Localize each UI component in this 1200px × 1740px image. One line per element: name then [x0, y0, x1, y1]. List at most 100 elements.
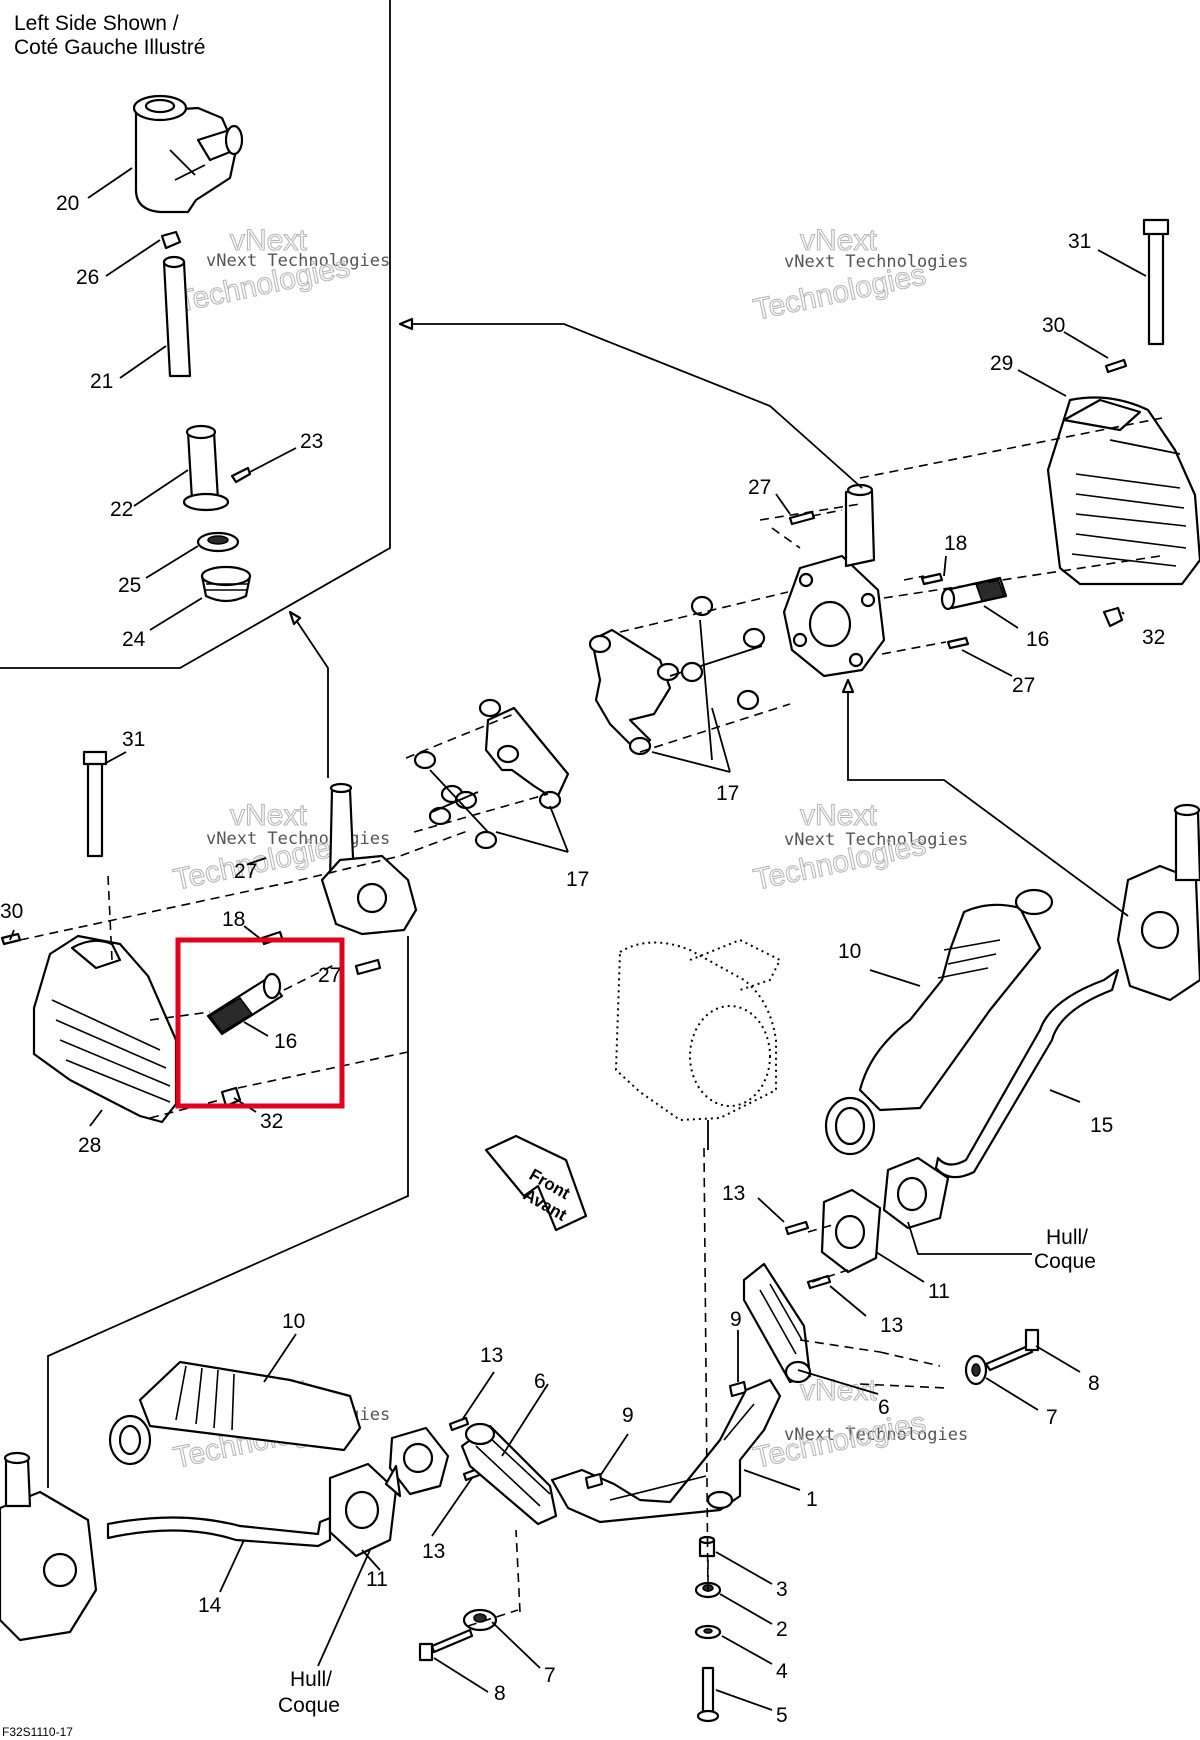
part-32-nut-right	[1102, 606, 1124, 628]
callout: 14	[198, 1594, 222, 1617]
callout: 28	[78, 1134, 101, 1157]
callout: 7	[544, 1664, 556, 1687]
svg-text:Hull/: Hull/	[1046, 1226, 1088, 1249]
part-10-hose-right	[824, 888, 1054, 1156]
callout: 32	[1142, 626, 1165, 649]
part-31-bolt-left	[82, 750, 108, 858]
part-32-nut-left	[220, 1086, 242, 1108]
callout: 10	[838, 940, 861, 963]
callout: 29	[990, 352, 1013, 375]
part-24-nut	[200, 565, 252, 603]
callout: 16	[1026, 628, 1049, 651]
callout: 4	[776, 1660, 788, 1683]
part-27-pin-right	[946, 636, 970, 650]
part-25-seal	[196, 531, 240, 553]
svg-text:Hull/: Hull/	[290, 1668, 332, 1691]
part-11-flange-right	[820, 1156, 950, 1274]
callout: 26	[76, 266, 99, 289]
svg-text:Coque: Coque	[1034, 1250, 1096, 1273]
callout: 9	[730, 1308, 742, 1331]
callout: 30	[1042, 314, 1065, 337]
part-23-pin	[230, 466, 252, 484]
part-21-tube	[162, 255, 192, 378]
callout: 3	[776, 1578, 788, 1601]
header-note-line2: Coté Gauche Illustré	[14, 36, 205, 59]
callout: 1	[806, 1488, 818, 1511]
callout: 31	[122, 728, 145, 751]
part-jet-pump-housing-outline	[614, 938, 782, 1122]
svg-text:vNext: vNext	[800, 224, 877, 257]
callout: 18	[944, 532, 967, 555]
callout: 6	[534, 1370, 546, 1393]
callout: 11	[366, 1568, 388, 1591]
part-steering-housing-left	[320, 782, 418, 936]
part-22-bushing	[182, 424, 230, 512]
part-27-pin-left	[354, 958, 382, 976]
part-29-cover-right	[1046, 396, 1200, 586]
callout: 27	[1012, 674, 1035, 697]
svg-text:Coque: Coque	[278, 1694, 340, 1717]
part-8-bolt-right	[984, 1328, 1040, 1372]
svg-text:vNext Technologies: vNext Technologies	[784, 252, 968, 272]
callout: 13	[480, 1344, 503, 1367]
svg-text:Technologies: Technologies	[751, 1406, 929, 1475]
part-27-pin-upper	[788, 510, 816, 526]
hull-label-right: Hull/ Coque	[907, 1221, 1096, 1273]
part-steering-housing-left-lower	[0, 1451, 98, 1642]
alignment-lines	[19, 417, 1163, 1627]
part-14-hose-left	[106, 1516, 332, 1548]
part-28-cover-left	[32, 934, 178, 1124]
part-6-arm-left	[460, 1422, 558, 1526]
callout: 13	[880, 1314, 903, 1337]
callout: 15	[1090, 1114, 1113, 1137]
svg-text:vNext: vNext	[230, 799, 307, 832]
callout: 7	[1046, 1406, 1058, 1429]
callout: 17	[716, 782, 739, 805]
callout-numbers: 20 26 21 23 22 25 24 31 30 29 27 18 16 3…	[0, 192, 1165, 1727]
hull-label-left: Hull/ Coque	[278, 1549, 371, 1717]
callout: 25	[118, 574, 141, 597]
svg-text:vNext Technologies: vNext Technologies	[784, 1425, 968, 1445]
svg-text:vNext: vNext	[230, 224, 307, 257]
part-steering-housing-right-lower	[1116, 803, 1200, 1002]
callout: 13	[422, 1540, 445, 1563]
part-15-hose-right	[934, 968, 1120, 1179]
callout: 24	[122, 628, 146, 651]
callout: 10	[282, 1310, 305, 1333]
callout: 2	[776, 1618, 788, 1641]
part-13-screws-right	[784, 1220, 832, 1290]
part-17-cross-right	[588, 595, 766, 761]
part-30-screw-right	[1104, 358, 1128, 374]
part-11-flange-left	[328, 1426, 450, 1558]
header-note-line1: Left Side Shown /	[14, 12, 179, 35]
callout: 16	[274, 1030, 297, 1053]
drawing-code: F32S1110-17	[2, 1725, 73, 1739]
callout: 13	[722, 1182, 745, 1205]
highlight-box-part-16	[175, 937, 345, 1109]
callout: 31	[1068, 230, 1091, 253]
callout: 6	[878, 1396, 890, 1419]
part-16-spline-shaft-right	[940, 576, 1008, 611]
callout: 27	[748, 476, 771, 499]
callout: 8	[1088, 1372, 1100, 1395]
callout: 27	[234, 860, 257, 883]
part-8-bolt-left	[418, 1628, 474, 1662]
leaders-inset	[87, 167, 297, 631]
part-steering-housing-right	[782, 483, 886, 678]
front-direction-arrow: Front Avant	[484, 1134, 588, 1232]
callout: 5	[776, 1704, 788, 1727]
svg-text:vNext: vNext	[800, 799, 877, 832]
callout: 8	[494, 1682, 506, 1705]
callout: 23	[300, 430, 323, 453]
inset-frame	[0, 0, 391, 669]
callout: 27	[318, 964, 341, 987]
part-16-spline-shaft-left	[206, 972, 284, 1036]
callout: 20	[56, 192, 79, 215]
assembly-arrows	[47, 317, 1129, 1488]
callout: 9	[622, 1404, 634, 1427]
part-7-washer-right	[964, 1354, 988, 1386]
leaders-main	[9, 249, 1147, 1711]
part-18-pin-right	[920, 572, 944, 586]
